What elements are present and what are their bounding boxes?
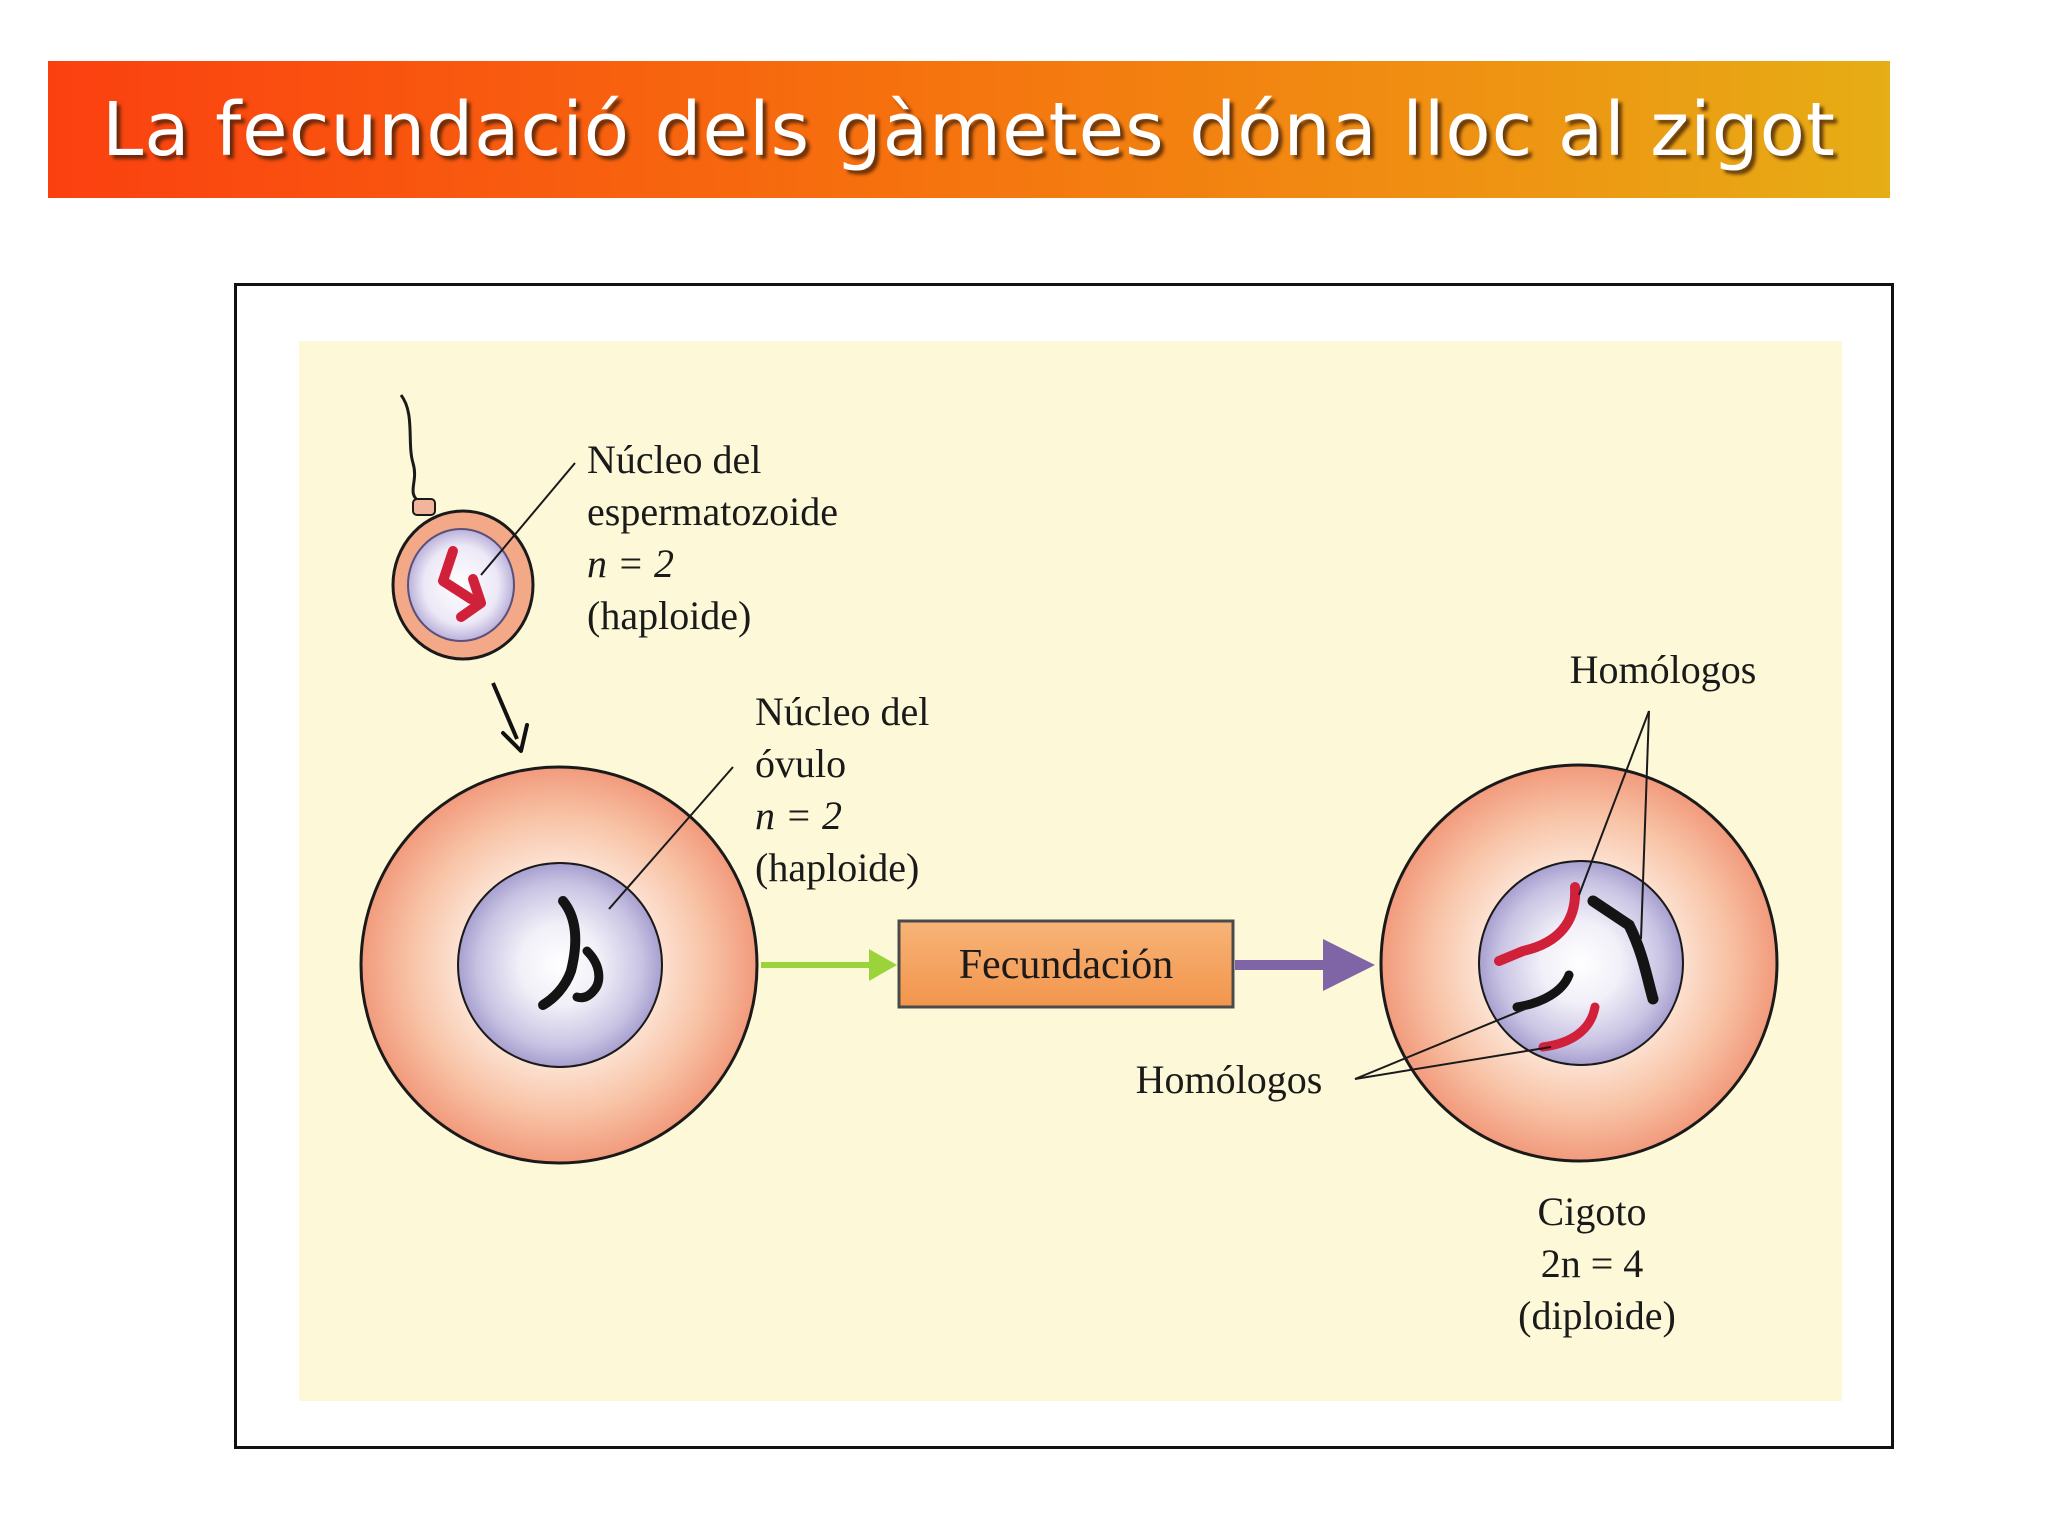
zygote-chromosome: [1538, 1002, 1600, 1052]
zygote-nucleus: [1478, 860, 1684, 1066]
purple-arrow: [1235, 939, 1375, 991]
slide-title-bar: La fecundació dels gàmetes dóna lloc al …: [48, 61, 1890, 198]
egg-chromosome: [538, 896, 581, 1010]
sperm-tail: [399, 394, 422, 505]
egg-label-line: (haploide): [755, 845, 919, 890]
sperm-midpiece: [412, 498, 436, 516]
figure-frame: Fecundación Núcleo del es: [234, 283, 1894, 1449]
green-arrow: [761, 949, 897, 981]
homologs-top-label: Homólogos: [1570, 647, 1757, 692]
egg-label-line: n = 2: [755, 793, 842, 838]
sperm-label-line: espermatozoide: [587, 489, 838, 534]
sperm-label-leader: [480, 462, 576, 576]
egg-cell: [359, 765, 759, 1165]
egg-label-leader: [608, 766, 734, 910]
zygote-label-line: 2n = 4: [1541, 1241, 1644, 1286]
sperm-label-line: n = 2: [587, 541, 674, 586]
sperm-chromosome: [438, 546, 476, 604]
egg-chromosome: [572, 946, 604, 1003]
sperm-label-line: Núcleo del: [587, 437, 761, 482]
slide-title: La fecundació dels gàmetes dóna lloc al …: [102, 86, 1836, 173]
homologs-top-leaders: [1578, 710, 1650, 940]
sperm-chromosome: [456, 574, 486, 622]
fecundacion-box: Fecundación: [897, 919, 1235, 1009]
zygote-chromosome: [1494, 882, 1581, 966]
zygote-cell: [1379, 763, 1779, 1163]
egg-label: Núcleo del óvulo n = 2 (haploide): [755, 689, 939, 890]
fecundacion-label: Fecundación: [959, 942, 1174, 988]
sperm-nucleus: [407, 528, 515, 642]
homologs-bottom-leaders: [1354, 1008, 1552, 1080]
egg-nucleus: [457, 862, 663, 1068]
zygote-chromosome: [1587, 895, 1659, 1005]
sperm-cell: [391, 394, 576, 661]
zygote-label-line: (diploide): [1518, 1293, 1676, 1338]
zygote-label: Cigoto 2n = 4 (diploide): [1518, 1189, 1676, 1338]
homologs-bottom-label: Homólogos: [1136, 1057, 1323, 1102]
sperm-to-egg-arrow: [491, 682, 529, 753]
egg-label-line: óvulo: [755, 741, 846, 786]
sperm-label: Núcleo del espermatozoide n = 2 (haploid…: [587, 437, 848, 638]
egg-label-line: Núcleo del: [755, 689, 929, 734]
zygote-label-line: Cigoto: [1538, 1189, 1647, 1234]
fertilization-diagram: Fecundación Núcleo del es: [299, 341, 1842, 1401]
zygote-chromosome: [1512, 970, 1574, 1012]
sperm-label-line: (haploide): [587, 593, 751, 638]
